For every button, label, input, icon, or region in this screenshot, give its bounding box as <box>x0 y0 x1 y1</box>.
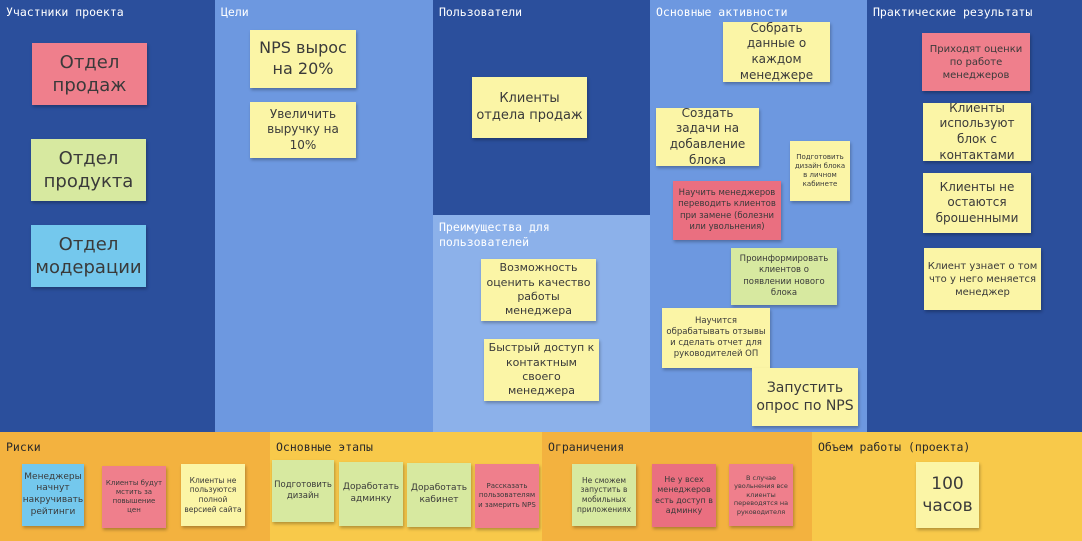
panel-title: Цели <box>221 5 249 19</box>
panel-goals: Цели NPS вырос на 20% Увеличить выручку … <box>215 0 433 432</box>
panel-risks: Риски Менеджеры начнут накручивать рейти… <box>0 432 270 541</box>
sticky-note[interactable]: Приходят оценки по работе менеджеров <box>922 33 1030 91</box>
sticky-note[interactable]: Не у всех менеджеров есть доступ в админ… <box>652 464 716 527</box>
sticky-note[interactable]: Клиенты используют блок с контактами <box>923 101 1031 162</box>
panel-results: Практические результаты Приходят оценки … <box>867 0 1082 432</box>
sticky-note[interactable]: Менеджеры начнут накручивать рейтинги <box>22 464 84 526</box>
sticky-note[interactable]: В случае увольнения все клиенты переводя… <box>729 464 793 526</box>
sticky-note[interactable]: Проинформировать клиентов о появлении но… <box>731 248 837 305</box>
sticky-note[interactable]: Отдел продукта <box>31 139 146 201</box>
panel-benefits: Преимущества для пользователей Возможнос… <box>433 215 650 432</box>
panel-stages: Основные этапы Подготовить дизайн Дорабо… <box>270 432 542 541</box>
sticky-note[interactable]: Возможность оценить качество работы мене… <box>481 259 596 321</box>
panel-activities: Основные активности Собрать данные о каж… <box>650 0 867 432</box>
panel-title: Ограничения <box>548 440 625 454</box>
sticky-note[interactable]: Доработать кабинет <box>407 463 471 527</box>
panel-title: Пользователи <box>439 5 523 19</box>
sticky-note[interactable]: Клиенты не остаются брошенными <box>923 173 1031 233</box>
panel-title: Основные активности <box>656 5 788 19</box>
sticky-note[interactable]: Быстрый доступ к контактным своего менед… <box>484 339 599 401</box>
sticky-note[interactable]: Клиенты не пользуются полной версией сай… <box>181 464 245 526</box>
panel-title: Риски <box>6 440 41 454</box>
panel-title: Преимущества для пользователей <box>439 220 550 249</box>
sticky-note[interactable]: Клиенты будут мстить за повышение цен <box>102 466 166 528</box>
sticky-note[interactable]: Отдел модерации <box>31 225 146 287</box>
sticky-note[interactable]: Создать задачи на добавление блока <box>656 106 759 167</box>
sticky-note[interactable]: Запустить опрос по NPS <box>752 368 858 426</box>
panel-limits: Ограничения Не сможем запустить в мобиль… <box>542 432 812 541</box>
panel-volume: Объем работы (проекта) 100 часов <box>812 432 1082 541</box>
sticky-note[interactable]: Подготовить дизайн блока в личном кабине… <box>790 141 850 201</box>
sticky-note[interactable]: NPS вырос на 20% <box>250 30 356 88</box>
panel-participants: Участники проекта Отдел продаж Отдел про… <box>0 0 215 432</box>
sticky-note[interactable]: Научится обрабатывать отзывы и сделать о… <box>662 308 770 368</box>
sticky-note[interactable]: Подготовить дизайн <box>272 460 334 522</box>
panel-title: Участники проекта <box>6 5 124 19</box>
sticky-note[interactable]: Не сможем запустить в мобильных приложен… <box>572 464 636 526</box>
sticky-note[interactable]: Научить менеджеров переводить клиентов п… <box>673 181 781 240</box>
sticky-note[interactable]: Рассказать пользователям и замерить NPS <box>475 464 539 528</box>
panel-users: Пользователи Клиенты отдела продаж <box>433 0 650 215</box>
sticky-note[interactable]: Отдел продаж <box>32 43 147 105</box>
sticky-note[interactable]: Доработать админку <box>339 462 403 526</box>
sticky-note[interactable]: Клиенты отдела продаж <box>472 77 587 138</box>
sticky-note[interactable]: Клиент узнает о том что у него меняется … <box>924 248 1041 310</box>
sticky-note[interactable]: 100 часов <box>916 462 979 528</box>
sticky-note[interactable]: Увеличить выручку на 10% <box>250 102 356 158</box>
sticky-note[interactable]: Собрать данные о каждом менеджере <box>723 21 830 82</box>
panel-title: Практические результаты <box>873 5 1033 19</box>
panel-title: Объем работы (проекта) <box>818 440 971 454</box>
panel-title: Основные этапы <box>276 440 373 454</box>
